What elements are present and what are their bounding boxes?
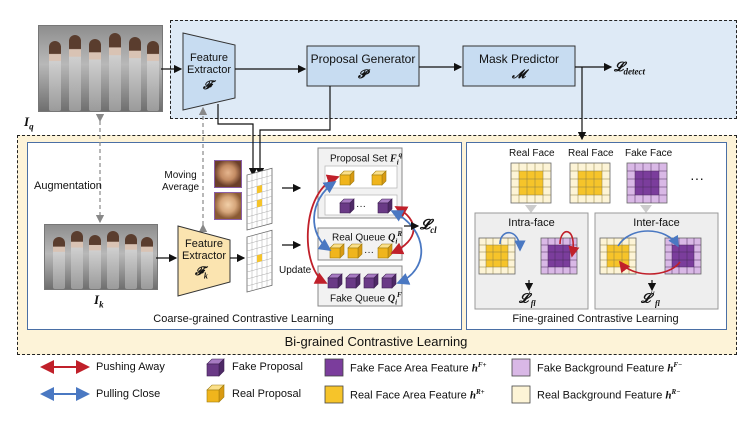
bigrained-title: Bi-grained Contrastive Learning bbox=[284, 334, 468, 349]
update-label: Update bbox=[279, 265, 312, 276]
legend-fake-face-swatch bbox=[324, 358, 344, 377]
fine-title: Fine-grained Contrastive Learning bbox=[512, 313, 679, 325]
legend-real-face-swatch bbox=[324, 385, 344, 404]
more-faces-ellipsis: ··· bbox=[690, 170, 704, 186]
mask-predictor-label: Mask Predictor bbox=[478, 52, 560, 66]
proposal-generator-symbol: 𝓟 bbox=[358, 67, 367, 81]
fake-proposal-cube bbox=[377, 198, 393, 214]
momentum-extractor-shape bbox=[177, 225, 231, 297]
proposal-generator-label: Proposal Generator bbox=[310, 52, 416, 66]
arrow-extractor-down bbox=[217, 104, 258, 177]
coarse-title: Coarse-grained Contrastive Learning bbox=[153, 313, 334, 325]
legend-real-proposal-label: Real Proposal bbox=[232, 388, 302, 400]
legend-pull-label: Pulling Close bbox=[96, 388, 161, 400]
real-face-grid-1 bbox=[510, 162, 552, 204]
query-image-label: Iq bbox=[24, 114, 34, 132]
feature-extractor-label: Feature Extractor bbox=[186, 52, 231, 76]
proposal-ellipsis: ··· bbox=[356, 201, 366, 212]
real-queue-ellipsis: ··· bbox=[364, 247, 374, 258]
query-feature-map bbox=[246, 167, 273, 231]
face-crop-thumbnail bbox=[214, 192, 242, 220]
intra-loss-label: 𝓛′fl bbox=[519, 290, 536, 308]
real-queue-label: Real Queue QiR bbox=[332, 230, 403, 246]
detect-loss-label: 𝓛detect bbox=[614, 59, 645, 77]
fake-face-label: Fake Face bbox=[625, 148, 673, 159]
legend-real-cube bbox=[206, 384, 225, 403]
legend-fake-face-label: Fake Face Area Feature hF+ bbox=[350, 361, 487, 375]
legend-fake-bg-swatch bbox=[511, 358, 531, 377]
mask-predictor-shape bbox=[462, 45, 576, 87]
real-proposal-cube bbox=[371, 170, 387, 186]
key-feature-map bbox=[246, 229, 273, 293]
legend-fake-bg-label: Fake Background Feature hF− bbox=[537, 361, 683, 375]
query-image bbox=[38, 25, 163, 112]
fake-queue-label: Fake Queue QiF bbox=[330, 291, 402, 307]
inter-face-label: Inter-face bbox=[633, 217, 680, 229]
real-face-label: Real Face bbox=[568, 148, 614, 159]
legend-fake-cube bbox=[206, 358, 225, 377]
momentum-extractor-label: Feature Extractor bbox=[181, 238, 226, 262]
fake-face-grid bbox=[626, 162, 668, 204]
real-proposal-cube bbox=[339, 170, 355, 186]
mask-predictor-symbol: 𝓜 bbox=[512, 67, 526, 81]
face-crop-thumbnail bbox=[214, 160, 242, 188]
contrastive-loss-label: 𝓛cl bbox=[420, 218, 437, 235]
proposal-generator-shape bbox=[306, 45, 420, 87]
momentum-extractor-symbol: 𝓕k bbox=[195, 264, 208, 281]
legend-fake-proposal-label: Fake Proposal bbox=[232, 361, 303, 373]
arrow-generator-down bbox=[255, 86, 331, 177]
real-face-label: Real Face bbox=[509, 148, 555, 159]
legend-real-bg-swatch bbox=[511, 385, 531, 404]
pull-arrow bbox=[390, 210, 423, 285]
moving-average-label: Moving Average bbox=[162, 170, 200, 193]
augmentation-label: Augmentation bbox=[34, 180, 102, 192]
fake-proposal-cube bbox=[339, 198, 355, 214]
key-image bbox=[44, 224, 158, 290]
pull-arrow bbox=[313, 181, 337, 252]
key-image-label: Ik bbox=[94, 292, 104, 310]
inter-loss-label: 𝓛′′fl bbox=[641, 290, 660, 308]
proposal-set-label: Proposal Set Fiq bbox=[330, 151, 403, 167]
legend-push-label: Pushing Away bbox=[96, 361, 165, 373]
legend-real-face-label: Real Face Area Feature hR+ bbox=[350, 388, 485, 402]
feature-extractor-symbol: 𝓕 bbox=[203, 78, 212, 92]
feature-extractor-shape bbox=[182, 32, 236, 111]
real-face-grid-2 bbox=[569, 162, 611, 204]
intra-face-label: Intra-face bbox=[508, 217, 555, 229]
legend-real-bg-label: Real Background Feature hR− bbox=[537, 388, 681, 402]
